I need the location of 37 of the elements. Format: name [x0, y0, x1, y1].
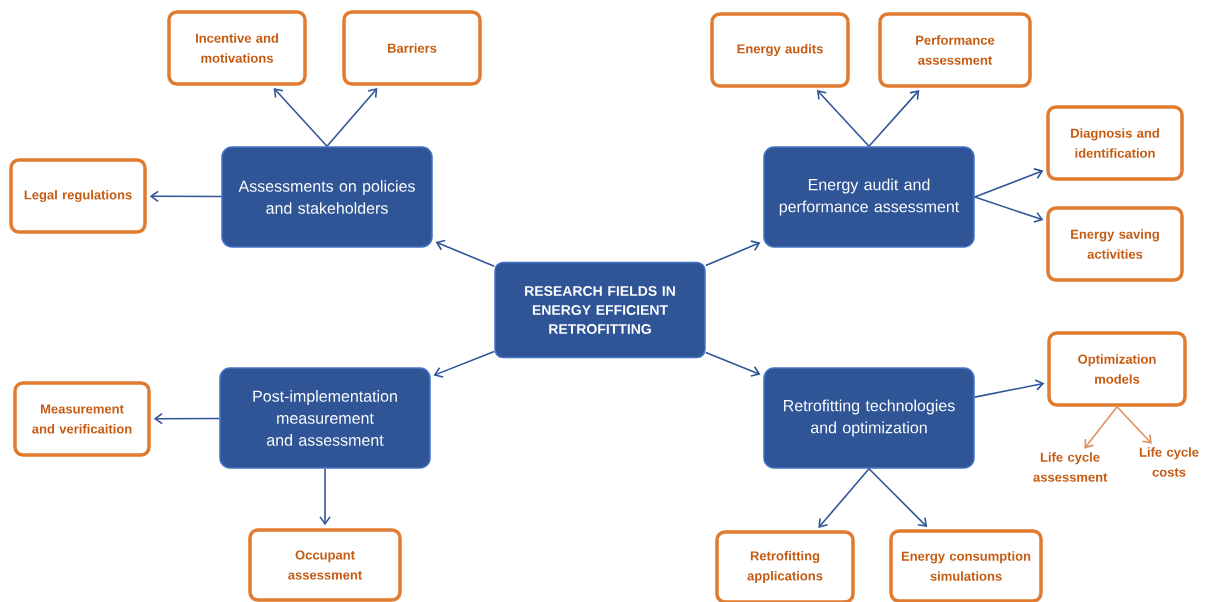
topic-box: Post-implementation measurement and assessment — [219, 367, 431, 469]
arrow — [1084, 405, 1118, 449]
subtopic-box: Energy saving activities — [1046, 206, 1184, 282]
arrow — [435, 239, 496, 268]
arrow — [818, 467, 870, 528]
arrow — [704, 351, 761, 377]
subtopic-box: Performance assessment — [878, 12, 1032, 88]
arrow — [433, 350, 496, 378]
arrow — [868, 90, 920, 148]
arrow — [326, 88, 378, 148]
topic-box: Retrofitting technologies and optimization — [763, 367, 975, 469]
arrow — [273, 87, 328, 148]
center-box: RESEARCH FIELDS IN ENERGY EFFICIENT RETROFITTING — [494, 261, 706, 359]
arrow — [319, 467, 331, 526]
subtopic-box: Incentive and motivations — [167, 10, 307, 86]
arrow — [1116, 405, 1152, 444]
arrow — [704, 240, 761, 267]
outcome-label: Life cycle assessment — [1033, 452, 1108, 482]
topic-box: Assessments on policies and stakeholders — [221, 146, 433, 248]
topic-box: Energy audit and performance assessment — [763, 146, 975, 248]
subtopic-box: Occupant assessment — [248, 528, 402, 602]
subtopic-box: Retrofitting applications — [715, 530, 855, 602]
subtopic-box: Energy consumption simulations — [889, 529, 1043, 602]
arrow — [868, 467, 928, 528]
subtopic-box: Barriers — [342, 10, 482, 86]
arrow — [973, 196, 1044, 223]
arrow — [816, 89, 870, 148]
arrow — [149, 190, 223, 203]
subtopic-box: Diagnosis and identification — [1046, 105, 1184, 181]
subtopic-box: Energy audits — [710, 12, 850, 88]
subtopic-box: Legal regulations — [9, 158, 147, 234]
arrow — [153, 412, 221, 425]
outcome-label: Life cycle costs — [1139, 447, 1199, 477]
subtopic-box: Optimization models — [1047, 331, 1187, 407]
arrow — [973, 379, 1045, 398]
subtopic-box: Measurement and verificaition — [13, 381, 151, 457]
arrow — [973, 168, 1044, 198]
